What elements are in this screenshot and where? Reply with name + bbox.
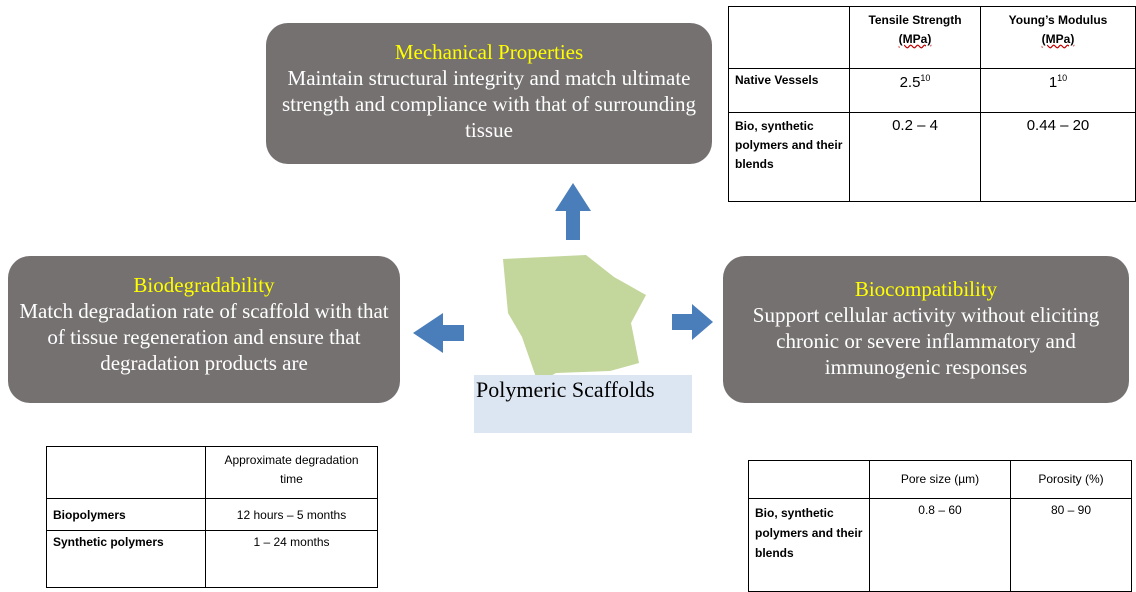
- table-cell-empty: [46, 446, 206, 499]
- table-row: Synthetic polymers 1 – 24 months: [46, 530, 378, 588]
- table-cell: 110: [980, 68, 1136, 113]
- scaffold-shape: [503, 255, 646, 383]
- table-header: Pore size (µm): [869, 460, 1011, 499]
- mechanical-properties-description: Maintain structural integrity and match …: [281, 66, 697, 142]
- table-row: Biopolymers 12 hours – 5 months: [46, 498, 378, 531]
- table-row: Native Vessels 2.510 110: [728, 68, 1136, 113]
- arrow-up-icon: [555, 183, 591, 240]
- pore-table: Pore size (µm) Porosity (%) Bio, synthet…: [748, 460, 1133, 592]
- table-row-label: Native Vessels: [728, 68, 850, 113]
- mechanical-table: Tensile Strength (MPa) Young’s Modulus (…: [728, 6, 1136, 202]
- table-header: Approximate degradation time: [205, 446, 378, 499]
- table-row: Bio, synthetic polymers and their blends…: [728, 112, 1136, 202]
- table-row: Tensile Strength (MPa) Young’s Modulus (…: [728, 6, 1136, 69]
- biodegradability-description: Match degradation rate of scaffold with …: [19, 299, 389, 375]
- table-row-label: Synthetic polymers: [46, 530, 206, 588]
- table-header: Young’s Modulus (MPa): [980, 6, 1136, 69]
- center-label-background: [474, 375, 692, 433]
- mechanical-properties-title: Mechanical Properties: [394, 40, 584, 64]
- center-label: Polymeric Scaffolds: [476, 377, 655, 402]
- biocompatibility-box: Biocompatibility Support cellular activi…: [723, 256, 1129, 403]
- table-cell: 0.44 – 20: [980, 112, 1136, 202]
- table-header: Porosity (%): [1009, 460, 1133, 499]
- arrow-right-icon: [672, 304, 713, 340]
- biocompatibility-title: Biocompatibility: [854, 277, 998, 301]
- table-cell: 2.510: [849, 68, 981, 113]
- arrow-left-icon: [413, 313, 464, 353]
- biodegradability-title: Biodegradability: [133, 273, 275, 297]
- table-cell-empty: [748, 460, 870, 499]
- table-cell: 1 – 24 months: [205, 530, 378, 588]
- table-cell: 0.2 – 4: [849, 112, 981, 202]
- table-row: Pore size (µm) Porosity (%): [748, 460, 1133, 499]
- table-row-label: Bio, synthetic polymers and their blends: [748, 498, 870, 592]
- table-cell: 12 hours – 5 months: [205, 498, 378, 531]
- table-cell: 0.8 – 60: [869, 498, 1011, 592]
- table-cell: 80 – 90: [1009, 498, 1133, 592]
- biodegradability-box: Biodegradability Match degradation rate …: [8, 256, 400, 403]
- table-row-label: Biopolymers: [46, 498, 206, 531]
- table-row-label: Bio, synthetic polymers and their blends: [728, 112, 850, 202]
- table-header: Tensile Strength (MPa): [849, 6, 981, 69]
- mechanical-properties-box: Mechanical Properties Maintain structura…: [266, 23, 712, 164]
- degradation-table: Approximate degradation time Biopolymers…: [46, 446, 378, 588]
- table-row: Approximate degradation time: [46, 446, 378, 499]
- table-row: Bio, synthetic polymers and their blends…: [748, 498, 1133, 592]
- biocompatibility-description: Support cellular activity without elicit…: [752, 303, 1100, 379]
- table-cell-empty: [728, 6, 850, 69]
